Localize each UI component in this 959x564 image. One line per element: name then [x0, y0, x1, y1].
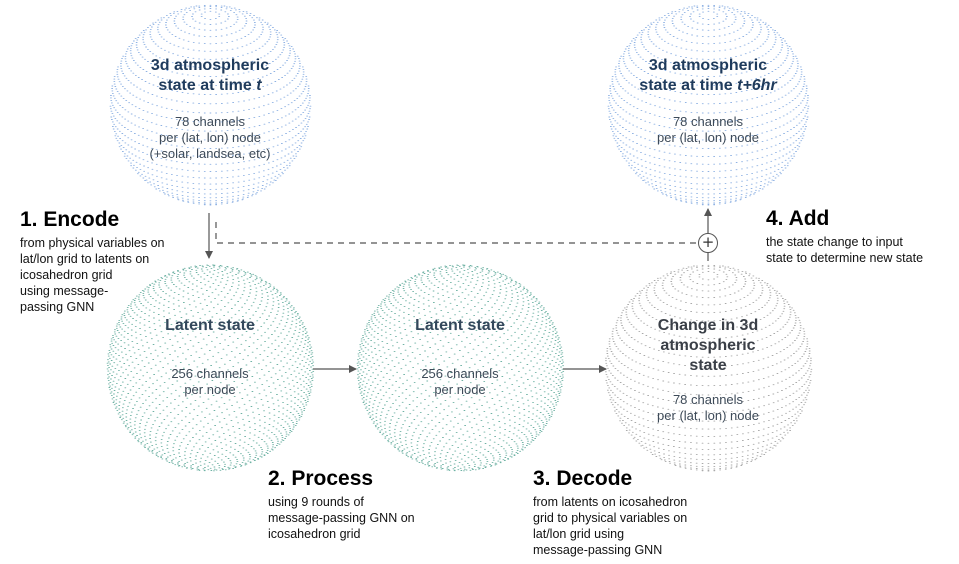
step-add-line1: the state change to input [766, 235, 903, 249]
skip-connection-dashed [215, 222, 698, 244]
latent-state-2-sub-line2: per node [434, 382, 486, 397]
step-encode-line3: icosahedron grid [20, 268, 113, 282]
step-encode-line1: from physical variables on [20, 236, 165, 250]
input-state-subtitle: 78 channels per (lat, lon) node (+solar,… [110, 114, 310, 162]
input-state-label: 3d atmospheric state at time t 78 channe… [110, 56, 310, 162]
step-process-line3: icosahedron grid [268, 527, 361, 541]
input-state-time-var: t [256, 77, 262, 94]
latent-1-globe [106, 264, 315, 472]
output-state-title-line2: state at time t+6hr [608, 76, 808, 96]
latent-state-1-label: Latent state 256 channels per node [130, 316, 290, 398]
output-state-time-var: t+6hr [737, 77, 777, 94]
step-decode-line3: lat/lon grid using [533, 527, 625, 541]
change-state-title-line3: state [689, 357, 727, 374]
input-state-title-line1: 3d atmospheric [150, 57, 270, 74]
step-process: 2. Process using 9 rounds of message-pas… [268, 467, 488, 542]
step-encode-line4: using message- [20, 284, 109, 298]
latent-1-mesh [106, 264, 315, 472]
step-decode-line1: from latents on icosahedron [533, 495, 688, 509]
change-state-label: Change in 3d atmospheric state 78 channe… [608, 316, 808, 424]
step-process-line2: message-passing GNN on [268, 511, 415, 525]
input-state-sub-line1: 78 channels [174, 114, 246, 129]
latent-state-1-subtitle: 256 channels per node [130, 366, 290, 398]
input-state-sub-line3: (+solar, landsea, etc) [149, 146, 271, 161]
latent-state-2-subtitle: 256 channels per node [380, 366, 540, 398]
latent-state-2-label: Latent state 256 channels per node [380, 316, 540, 398]
step-decode-line2: grid to physical variables on [533, 511, 688, 525]
change-state-sub-line1: 78 channels [672, 392, 744, 407]
change-state-title: Change in 3d atmospheric state [608, 316, 808, 376]
input-state-title-line2: state at time t [110, 76, 310, 96]
step-decode-title: 3. Decode [533, 467, 633, 490]
latent-state-2-sub-line1: 256 channels [421, 366, 499, 381]
step-encode-title: 1. Encode [20, 208, 120, 231]
latent-state-1-sub-line1: 256 channels [171, 366, 249, 381]
output-state-title-line1: 3d atmospheric [648, 57, 768, 74]
output-state-sub-line1: 78 channels [672, 114, 744, 129]
step-decode-line4: message-passing GNN [533, 543, 663, 557]
arrows-layer [205, 208, 712, 373]
step-add-title: 4. Add [766, 207, 830, 230]
step-decode: 3. Decode from latents on icosahedron gr… [533, 467, 753, 558]
step-process-line1: using 9 rounds of [268, 495, 364, 509]
output-state-mesh [607, 4, 810, 206]
input-state-title-prefix: state at time [158, 77, 257, 94]
step-add-line2: state to determine new state [766, 251, 924, 265]
output-state-title: 3d atmospheric state at time t+6hr [608, 56, 808, 96]
input-state-mesh [109, 4, 312, 206]
input-state-title: 3d atmospheric state at time t [110, 56, 310, 96]
change-state-sub-line2: per (lat, lon) node [657, 408, 759, 423]
add-plus-icon: + [698, 233, 718, 253]
latent-state-1-sub-line2: per node [184, 382, 236, 397]
change-state-mesh [604, 264, 813, 472]
latent-state-2-title: Latent state [415, 317, 505, 334]
change-state-title-line1: Change in 3d [657, 317, 759, 334]
change-state-subtitle: 78 channels per (lat, lon) node [608, 392, 808, 424]
output-state-label: 3d atmospheric state at time t+6hr 78 ch… [608, 56, 808, 146]
input-state-sub-line2: per (lat, lon) node [159, 130, 261, 145]
latent-2-globe [356, 264, 565, 472]
step-process-title: 2. Process [268, 467, 374, 490]
step-encode-line5: passing GNN [20, 300, 95, 314]
output-state-title-prefix: state at time [639, 77, 738, 94]
output-state-globe [607, 4, 810, 206]
latent-state-1-title: Latent state [165, 317, 255, 334]
latent-2-mesh [356, 264, 565, 472]
globes-layer [106, 4, 813, 472]
change-state-globe [604, 264, 813, 472]
step-add: 4. Add the state change to input state t… [766, 207, 956, 266]
output-state-subtitle: 78 channels per (lat, lon) node [608, 114, 808, 146]
change-state-title-line2: atmospheric [660, 337, 756, 354]
step-encode-line2: lat/lon grid to latents on [20, 252, 150, 266]
input-state-globe [109, 4, 312, 206]
output-state-sub-line2: per (lat, lon) node [657, 130, 759, 145]
step-encode: 1. Encode from physical variables on lat… [20, 208, 220, 315]
